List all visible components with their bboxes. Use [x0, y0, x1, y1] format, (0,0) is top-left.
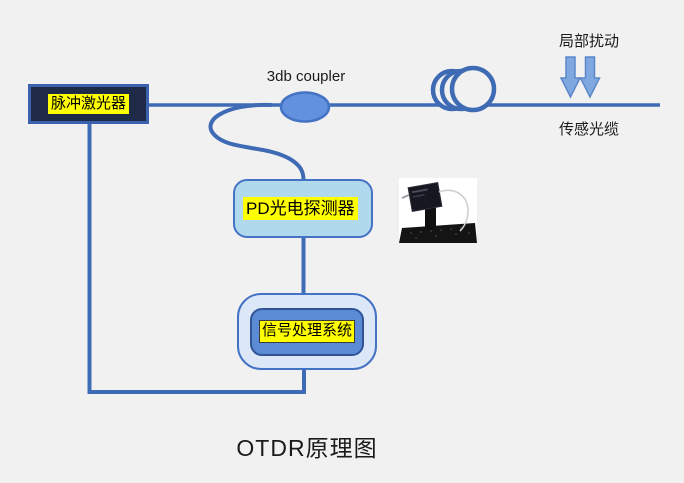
pulse-laser-box: 脉冲激光器 [28, 84, 149, 124]
pulse-laser-label: 脉冲激光器 [47, 93, 129, 115]
diagram-title: OTDR原理图 [236, 435, 378, 461]
breadboard [399, 223, 477, 243]
laser-feedback-line [87, 124, 306, 394]
processor-label: 信号处理系统 [258, 320, 355, 343]
breadboard-holes [410, 227, 470, 239]
fiber-coil-icon [430, 65, 497, 113]
rear-connector [401, 194, 410, 199]
detector-head [407, 181, 443, 213]
sensing-cable-label: 传感光缆 [558, 121, 619, 138]
coupler-ellipse-icon [279, 91, 331, 123]
mount-post [425, 205, 436, 230]
disturbance-arrows [559, 56, 601, 99]
detector-box: PD光电探测器 [233, 179, 373, 238]
disturbance-label: 局部扰动 [558, 33, 619, 50]
processor-inner-box: 信号处理系统 [250, 307, 364, 356]
processor-outer-box: 信号处理系统 [237, 293, 377, 370]
fiber-cable [438, 189, 469, 232]
coupler-label: 3db coupler [266, 68, 346, 85]
down-arrow-icon [559, 56, 582, 99]
photodetector-photo [399, 178, 477, 243]
coupler-to-detector-curve [208, 102, 306, 181]
detector-label: PD光电探测器 [243, 196, 358, 221]
down-arrow-icon [579, 56, 601, 99]
fiber-coil-circle [449, 65, 497, 113]
